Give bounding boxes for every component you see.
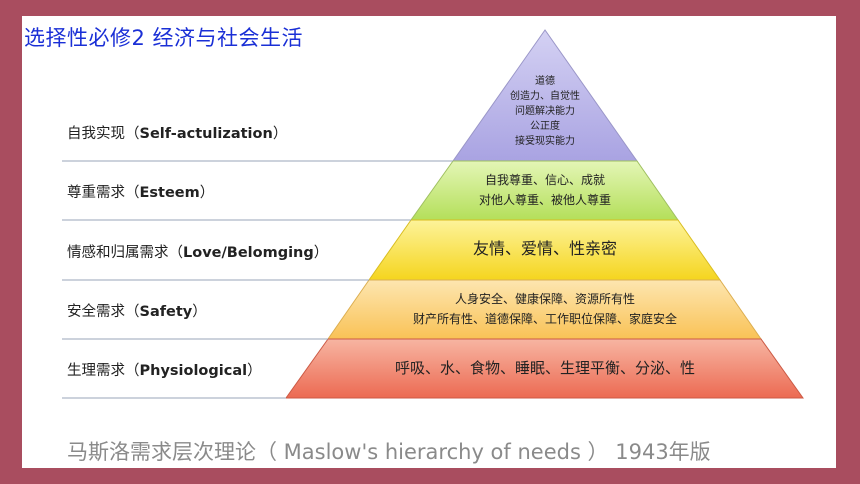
tier-text-love-belonging: 友情、爱情、性亲密	[395, 238, 695, 260]
tier-text-esteem: 自我尊重、信心、成就 对他人尊重、被他人尊重	[425, 170, 665, 210]
tier-line: 创造力、自觉性	[510, 91, 580, 102]
level-label-self-actualization: 自我实现（Self-actulization）	[67, 126, 288, 142]
tier-line: 对他人尊重、被他人尊重	[478, 193, 611, 207]
tier-line: 呼吸、水、食物、睡眠、生理平衡、分泌、性	[394, 359, 695, 377]
tier-text-self-actualization: 道德 创造力、自觉性 问题解决能力 公正度 接受现实能力	[465, 74, 625, 149]
course-title: 选择性必修2 经济与社会生活	[24, 26, 304, 50]
tier-line: 人身安全、健康保障、资源所有性	[454, 292, 635, 306]
level-label-esteem: 尊重需求（Esteem）	[67, 185, 215, 201]
tier-line: 道德	[535, 76, 555, 87]
tier-text-safety: 人身安全、健康保障、资源所有性 财产所有性、道德保障、工作职位保障、家庭安全	[372, 289, 718, 329]
tier-line: 公正度	[530, 121, 560, 132]
tier-line: 友情、爱情、性亲密	[472, 239, 617, 258]
tier-line: 财产所有性、道德保障、工作职位保障、家庭安全	[412, 312, 677, 326]
tier-line: 问题解决能力	[515, 106, 575, 117]
tier-line: 自我尊重、信心、成就	[484, 173, 605, 187]
level-label-safety: 安全需求（Safety）	[67, 304, 207, 320]
pyramid-diagram	[62, 29, 804, 399]
tier-line: 接受现实能力	[515, 136, 575, 147]
footer-caption: 马斯洛需求层次理论（ Maslow's hierarchy of needs ）…	[67, 440, 711, 464]
tier-physiological	[285, 338, 804, 399]
level-label-love-belonging: 情感和归属需求（Love/Belomging）	[67, 245, 329, 261]
level-label-physiological: 生理需求（Physiological）	[67, 363, 262, 379]
tier-text-physiological: 呼吸、水、食物、睡眠、生理平衡、分泌、性	[352, 357, 738, 379]
slide: 选择性必修2 经济与社会生活	[22, 16, 836, 468]
